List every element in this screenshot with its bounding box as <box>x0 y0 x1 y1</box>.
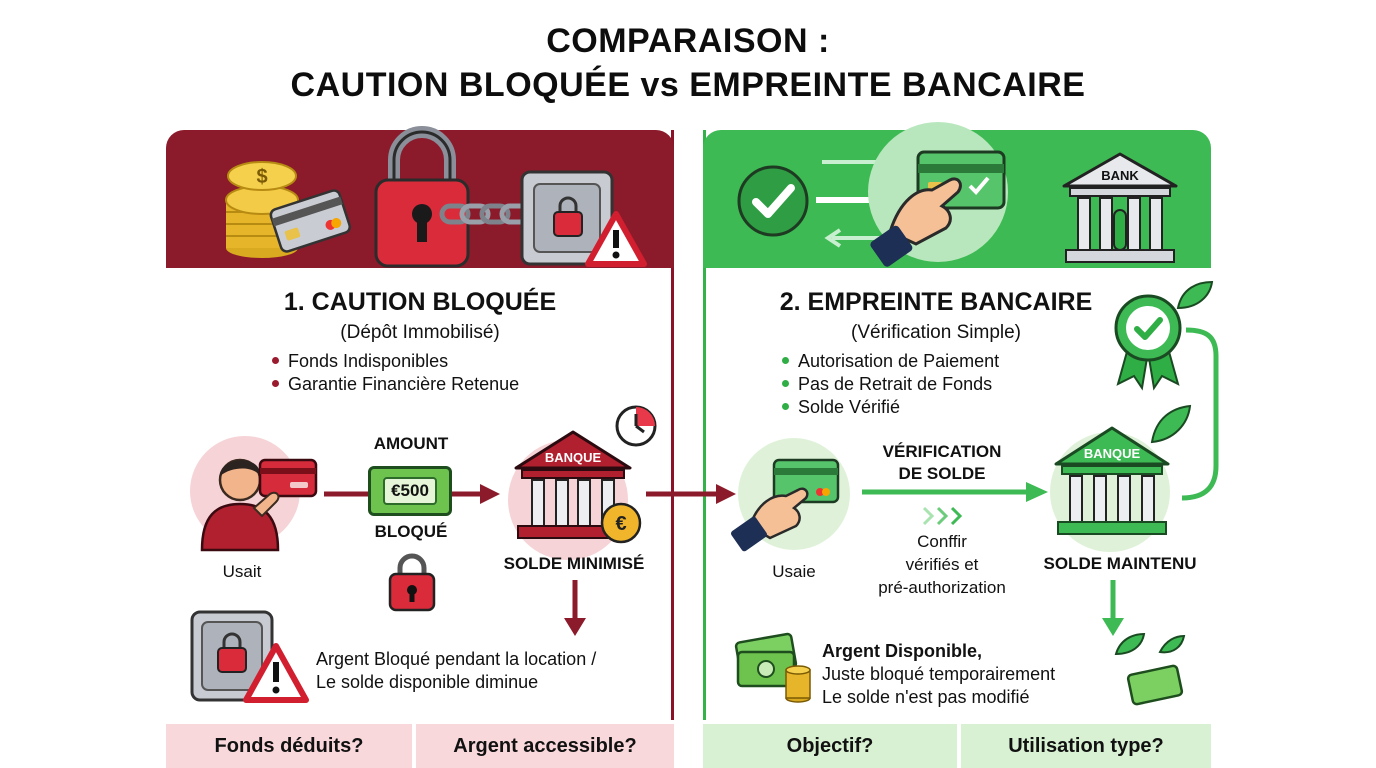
user-with-card-icon <box>200 458 318 552</box>
right-subheading: (Vérification Simple) <box>851 322 1021 343</box>
left-heading: 1. CAUTION BLOQUÉE <box>283 288 557 316</box>
left-user-label: Usait <box>222 562 262 581</box>
left-bank-caption: SOLDE MINIMISÉ <box>503 554 645 573</box>
hand-card-small-icon <box>731 458 840 552</box>
page-title-line1: COMPARAISON : <box>546 22 830 60</box>
right-bullet-3: Solde Vérifié <box>782 397 900 418</box>
amount-label: AMOUNT <box>373 434 449 453</box>
svg-text:$: $ <box>256 166 267 188</box>
page-title-line2: CAUTION BLOQUÉE vs EMPREINTE BANCAIRE <box>290 66 1086 104</box>
bottom-cell-2: Argent accessible? <box>416 724 674 768</box>
credit-card-icon <box>269 189 352 253</box>
leaf-icon-2 <box>1150 404 1192 444</box>
safe-icon <box>520 170 614 266</box>
small-padlock-icon <box>388 553 436 612</box>
right-flow-arrow <box>862 482 1048 502</box>
right-bank-icon: BANQUE <box>1054 426 1170 535</box>
right-bullet-2: Pas de Retrait de Fonds <box>782 374 992 395</box>
chevrons-icon <box>922 506 963 526</box>
left-note: Argent Bloqué pendant la location / Le s… <box>316 649 597 692</box>
center-arrow <box>646 484 736 504</box>
svg-text:€: € <box>615 513 626 535</box>
amount-banknote: €500 <box>368 466 452 516</box>
bank-top-label: BANK <box>1101 168 1139 183</box>
verif-label-2: DE SOLDE <box>898 464 986 483</box>
euro-coin-icon: € <box>600 502 642 544</box>
badge-icon <box>1114 294 1182 391</box>
flying-money-icon <box>1114 632 1186 706</box>
right-bullet-1: Autorisation de Paiement <box>782 351 999 372</box>
left-bank-icon: BANQUE <box>514 430 632 539</box>
bottom-cell-1: Fonds déduits? <box>166 724 412 768</box>
confirm-line-3: pré-authorization <box>878 578 1006 597</box>
bottom-cell-4: Utilisation type? <box>961 724 1211 768</box>
money-icon <box>734 632 811 703</box>
safe-warning-icon <box>190 610 309 703</box>
right-loop-arrow <box>1181 327 1219 501</box>
verif-label-1: VÉRIFICATION <box>882 442 1002 461</box>
chain-icon <box>439 203 531 225</box>
right-bank-caption: SOLDE MAINTENU <box>1043 554 1197 573</box>
right-bank-label: BANQUE <box>1084 446 1141 461</box>
warning-icon <box>585 211 647 267</box>
left-panel <box>166 130 674 720</box>
right-down-arrow <box>1102 580 1124 636</box>
right-heading: 2. EMPREINTE BANCAIRE <box>779 288 1093 316</box>
right-user-label: Usaie <box>772 562 816 581</box>
bank-icon: BANK <box>1062 152 1178 263</box>
left-bullet-2: Garantie Financière Retenue <box>272 374 519 395</box>
left-bullet-1: Fonds Indisponibles <box>272 351 448 372</box>
leaf-icon-1 <box>1176 280 1214 310</box>
padlock-icon <box>374 126 470 268</box>
right-note: Argent Disponible, Juste bloqué temporai… <box>822 641 1056 707</box>
right-panel <box>703 130 1211 720</box>
bottom-cell-3: Objectif? <box>703 724 957 768</box>
left-down-arrow <box>564 580 586 636</box>
clock-icon <box>615 405 657 447</box>
confirm-line-1: Conffir <box>917 532 967 551</box>
left-bank-label: BANQUE <box>545 450 602 465</box>
confirm-line-2: vérifiés et <box>905 555 979 574</box>
blocked-label: BLOQUÉ <box>374 522 448 541</box>
hand-card-icon <box>870 150 1006 267</box>
amount-value: €500 <box>383 477 437 505</box>
left-subheading: (Dépôt Immobilisé) <box>340 322 500 343</box>
checkmark-icon <box>737 165 809 237</box>
